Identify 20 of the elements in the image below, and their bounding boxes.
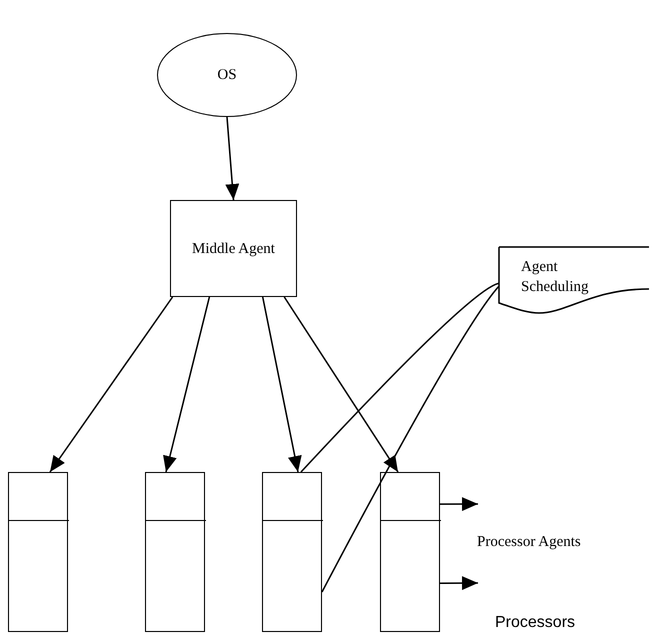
arrow	[440, 497, 478, 512]
text-label: Processors	[495, 614, 576, 632]
arrow	[440, 576, 478, 590]
connector-line	[321, 286, 500, 592]
node-label: Middle Agent	[191, 240, 276, 258]
arrow	[284, 296, 399, 472]
document-text: Agent Scheduling	[521, 258, 590, 298]
processor-box	[8, 472, 68, 632]
arrow	[49, 296, 174, 472]
processor-box	[145, 472, 205, 632]
text-label: Processor Agents	[477, 534, 581, 551]
arrow	[262, 296, 302, 472]
processor-box	[380, 472, 440, 632]
arrow	[163, 296, 210, 472]
agent-box	[170, 200, 297, 297]
os-ellipse	[157, 33, 297, 117]
processor-box	[262, 472, 322, 632]
node-label: OS	[216, 67, 238, 84]
arrow	[225, 116, 240, 200]
connector-line	[300, 282, 499, 473]
